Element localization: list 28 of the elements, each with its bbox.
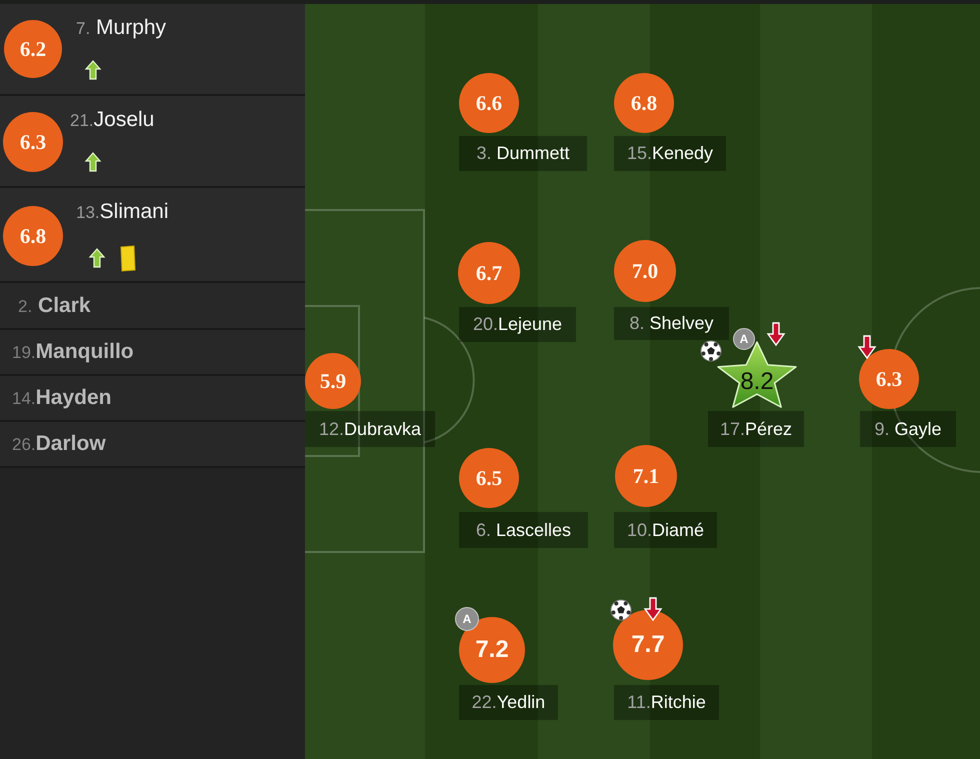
rating-circle: 6.8 [3, 206, 63, 266]
player-name-tag: 6. Lascelles [459, 512, 588, 548]
substitute-row [0, 188, 305, 283]
bench-row [0, 422, 305, 468]
rating-circle: 6.3 [3, 112, 63, 172]
bench-row [0, 330, 305, 376]
player-name: 7. Murphy [76, 16, 166, 41]
player-name: 13.Slimani [76, 200, 168, 225]
player-name-tag: 12.Dubravka [305, 411, 435, 447]
player-name: 14.Hayden [12, 385, 112, 411]
player-name: 21.Joselu [70, 108, 154, 133]
player-name-tag: 17.Pérez [708, 411, 804, 447]
player-name-tag: 9. Gayle [860, 411, 956, 447]
player-name-tag: 20.Lejeune [459, 307, 576, 342]
player-name-tag: 8. Shelvey [614, 307, 729, 340]
bench-row [0, 283, 305, 330]
player-name: 2. Clark [18, 293, 91, 319]
player-name: 26.Darlow [12, 431, 106, 457]
substitute-row [0, 96, 305, 188]
player-name-tag: 11.Ritchie [614, 685, 719, 720]
player-name-tag: 22.Yedlin [459, 685, 558, 720]
player-name-tag: 10.Diamé [614, 512, 717, 548]
bench-row [0, 376, 305, 422]
player-name: 19.Manquillo [12, 339, 134, 365]
player-name-tag: 15.Kenedy [614, 136, 726, 171]
substitute-row [0, 4, 305, 96]
rating-circle: 6.2 [4, 20, 62, 78]
player-name-tag: 3. Dummett [459, 136, 587, 171]
